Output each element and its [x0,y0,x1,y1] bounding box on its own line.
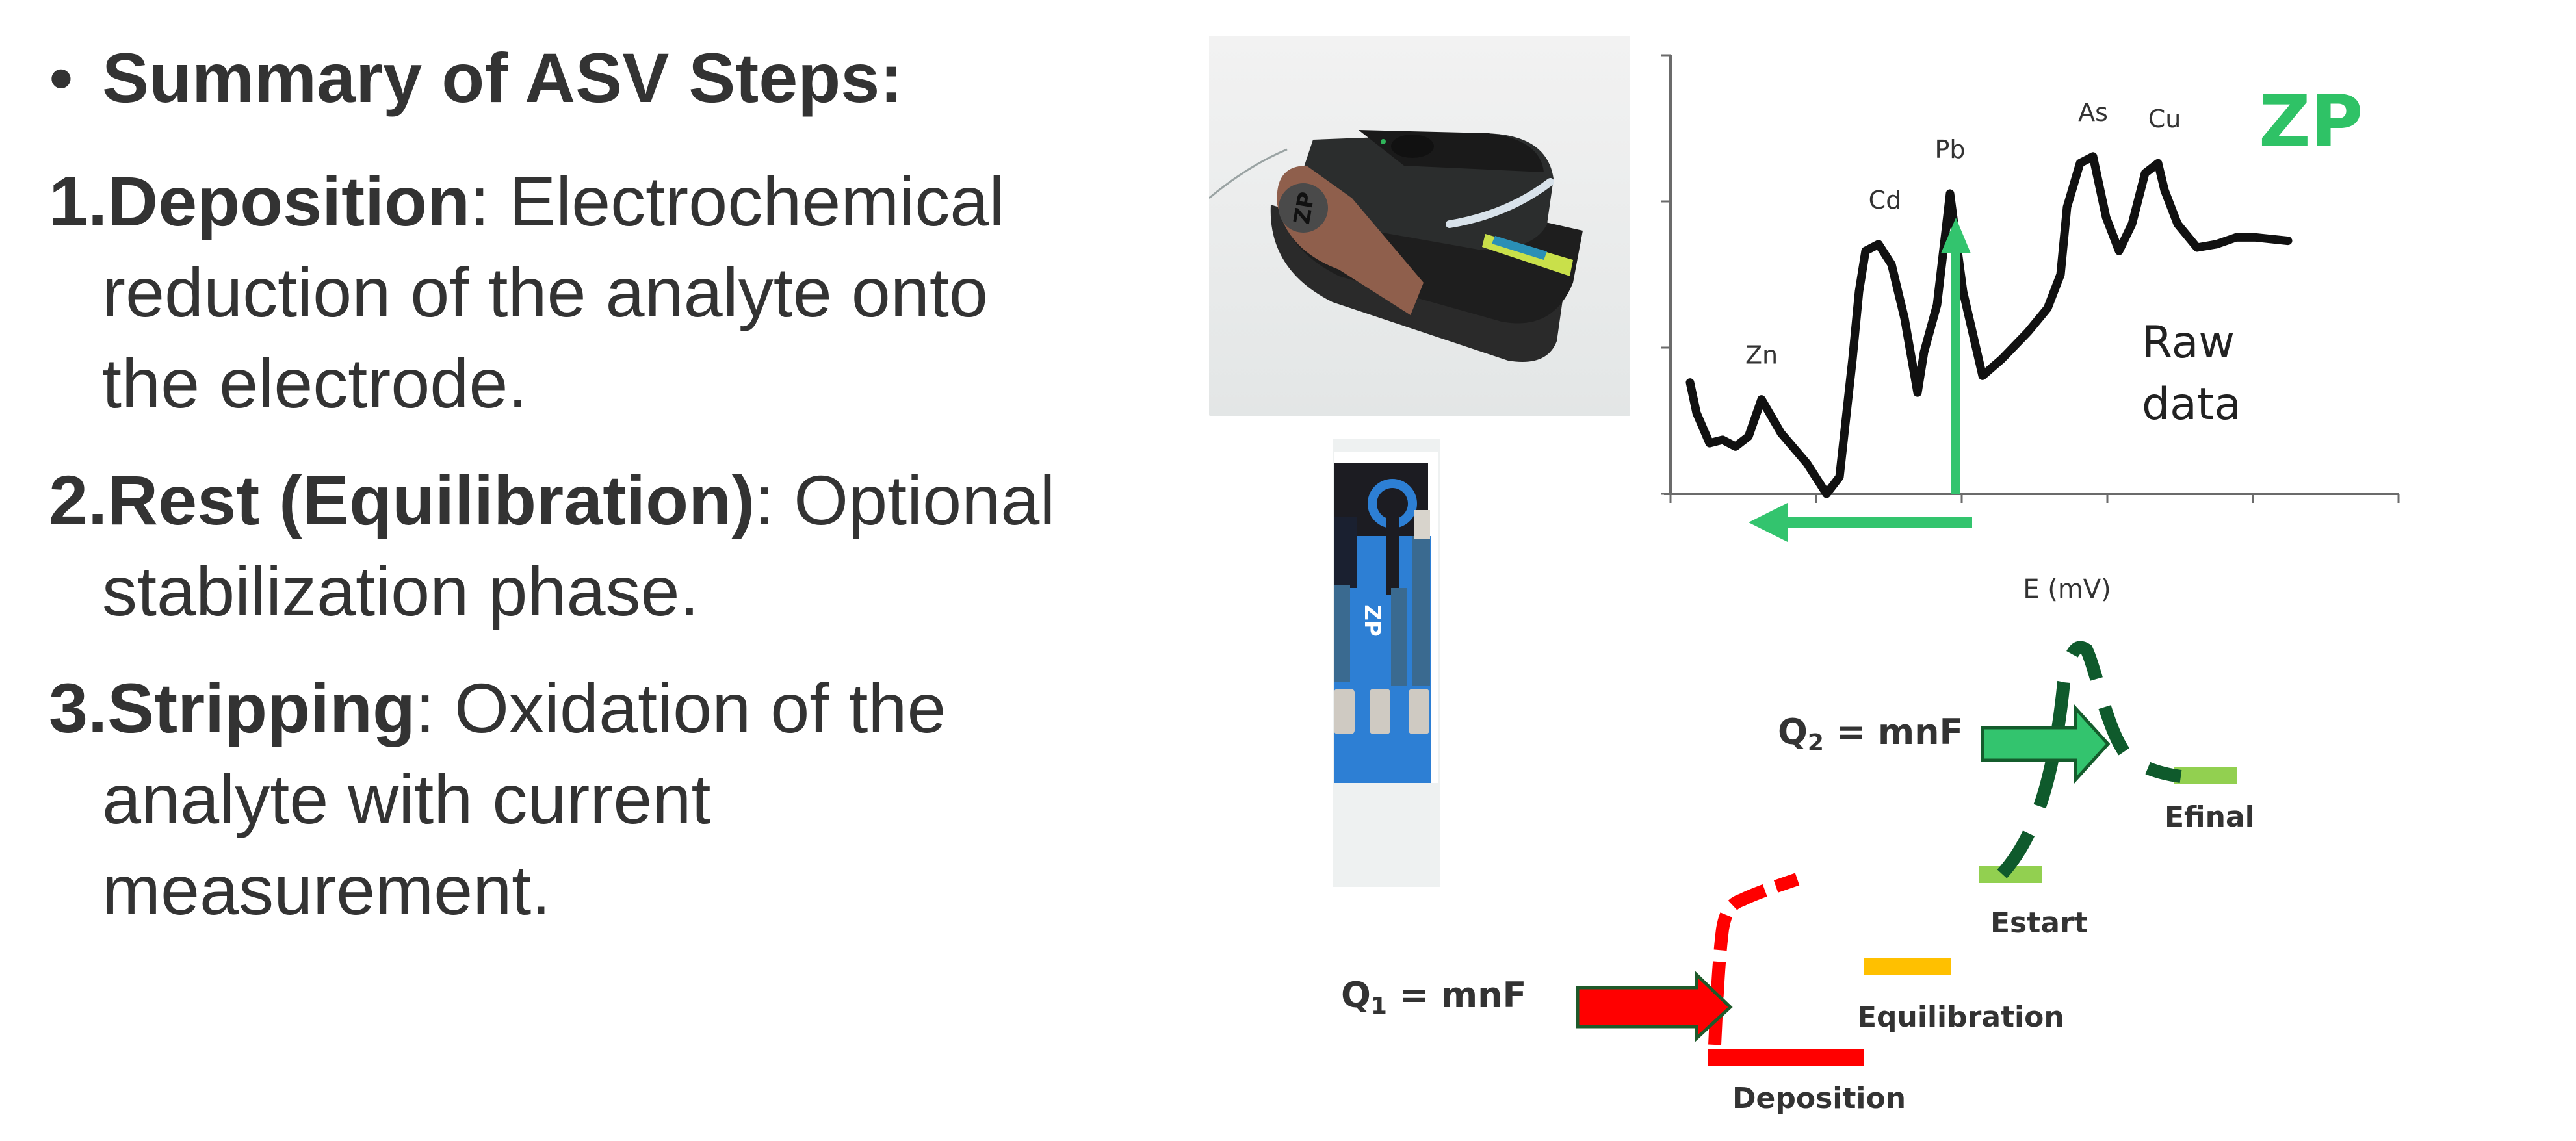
asv-voltammogram-chart: Zn Cd Pb As Cu ZP Raw data E (mV) [1651,39,2431,614]
q1-arrow-icon [1576,971,1733,1042]
stripping-dashed-curve [1997,641,2182,878]
x-ticks [1669,494,2400,503]
efinal-level-bar [2174,767,2237,784]
slide-title: • Summary of ASV Steps: [49,36,903,120]
title-text: Summary of ASV Steps: [102,38,904,117]
step-colon: : [755,461,775,539]
q2-symbol: Q [1778,712,1808,752]
peak-label-pb: Pb [1934,135,1965,164]
step-deposition: 1.Deposition: Electrochemical reduction … [49,156,1004,429]
step-rest: 2.Rest (Equilibration): Optional stabili… [49,455,1055,637]
deposition-level-bar [1708,1049,1864,1066]
device-photo: ZP [1209,36,1630,416]
bullet-glyph: • [49,38,73,117]
step-desc-cont: reduction of the analyte onto [102,253,988,331]
q2-arrow-icon [1981,704,2111,784]
zp-logo: ZP [2259,80,2363,163]
vertical-arrow-shaft [1951,247,1960,494]
q1-rest: = mnF [1386,975,1527,1016]
equilibration-level-bar [1864,958,1951,975]
step-number: 3. [49,669,108,747]
chart-canvas: Zn Cd Pb As Cu ZP Raw data E (mV) [1661,54,2400,604]
sensor-strip-icon: ZP [1333,439,1440,887]
step-term: Deposition [107,162,471,240]
peak-labels: Zn Cd Pb As Cu [1745,98,2181,370]
step-desc: Electrochemical [489,162,1005,240]
y-ticks [1661,54,1671,495]
step-stripping: 3.Stripping: Oxidation of the analyte wi… [49,663,946,936]
potentiostat-device-icon: ZP [1209,36,1630,416]
q2-rest: = mnF [1823,712,1964,752]
x-axis-label: E (mV) [2023,574,2111,604]
step-number: 2. [49,461,108,539]
step-desc-cont: the electrode. [102,344,528,422]
q1-symbol: Q [1341,975,1371,1016]
equilibration-label: Equilibration [1857,1001,2064,1034]
step-desc: Oxidation of the [435,669,946,747]
q2-subscript: 2 [1807,730,1824,756]
peak-label-cu: Cu [2148,105,2181,133]
horizontal-arrow-shaft [1788,517,1972,528]
estart-label: Estart [1990,906,2088,940]
step-number: 1. [49,162,108,240]
step-desc-cont: stabilization phase. [102,552,699,630]
arrow-up-icon [1941,218,1971,253]
peak-label-zn: Zn [1745,341,1778,370]
efinal-label: Efinal [2165,801,2255,834]
step-colon: : [415,669,436,747]
step-term: Stripping [107,669,416,747]
step-desc: Optional [774,461,1056,539]
step-desc-cont: analyte with current [102,760,711,838]
peak-label-cd: Cd [1869,186,1902,214]
raw-data-annotation-line2: data [2142,379,2241,430]
step-term: Rest (Equilibration) [107,461,755,539]
sensor-strip-photo: ZP [1333,439,1440,887]
q2-equation: Q2 = mnF [1778,712,1963,756]
arrow-left-icon [1749,503,1788,542]
deposition-label: Deposition [1732,1082,1906,1115]
step-desc-cont: measurement. [102,851,551,929]
q1-subscript: 1 [1370,993,1387,1019]
strip-logo: ZP [1359,604,1385,637]
peak-label-as: As [2078,98,2108,127]
q1-equation: Q1 = mnF [1341,975,1526,1019]
raw-data-annotation-line1: Raw [2142,317,2235,368]
step-colon: : [470,162,490,240]
device-logo: ZP [1289,190,1320,226]
deposition-dashed-curve [1708,873,1800,1045]
